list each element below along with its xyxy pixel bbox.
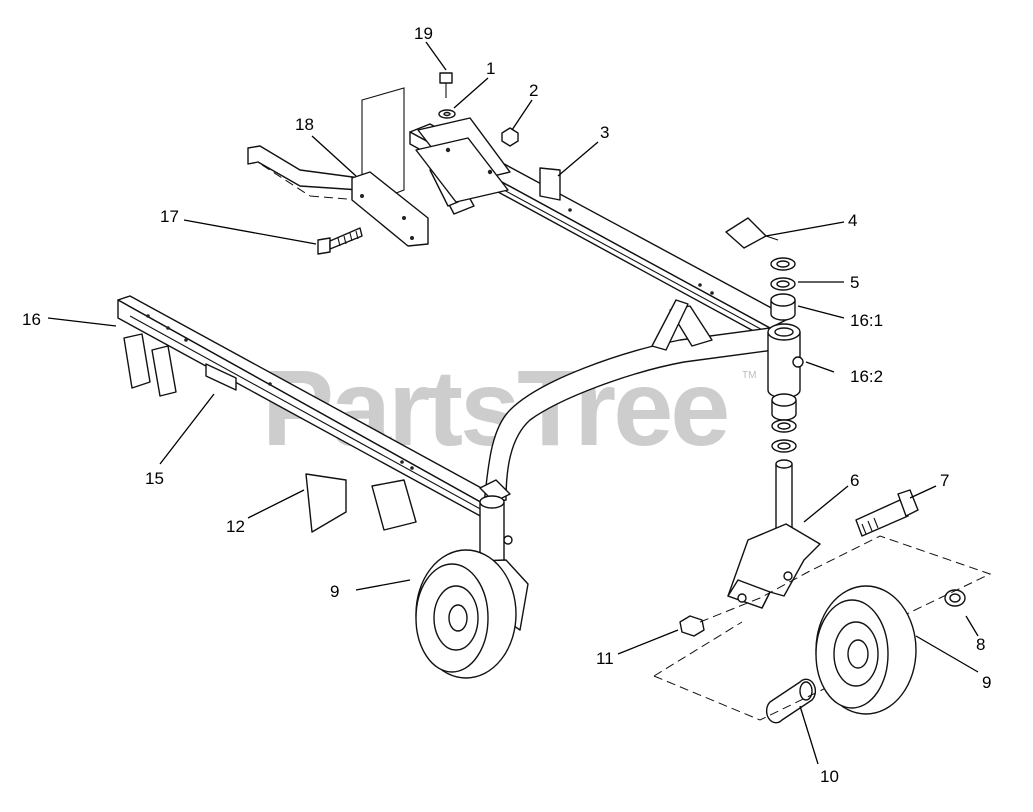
right-spindle-assembly [725, 217, 804, 453]
callout-4: 4 [848, 211, 857, 230]
callout-1: 1 [486, 59, 495, 78]
callout-7: 7 [940, 471, 949, 490]
right-caster-fork [727, 459, 821, 609]
right-wheel [815, 585, 917, 715]
axle-centerlines [653, 535, 992, 721]
callout-6: 6 [850, 471, 859, 490]
callout-18: 18 [295, 115, 314, 134]
right-axle-hardware [679, 489, 966, 724]
callout-17: 17 [160, 207, 179, 226]
callout-labels: 19 1 2 3 18 17 4 5 16:1 16:2 16 15 6 7 1… [22, 24, 991, 786]
callout-16-1: 16:1 [850, 311, 883, 330]
callout-12: 12 [226, 517, 245, 536]
callout-11: 11 [596, 649, 614, 668]
watermark-trademark: TM [742, 370, 756, 381]
callout-16-2: 16:2 [850, 367, 883, 386]
left-caster-assembly [415, 479, 529, 679]
leader-lines [47, 41, 979, 765]
callout-15: 15 [145, 469, 164, 488]
frame-side-rail [117, 295, 497, 533]
callout-2: 2 [529, 81, 538, 100]
mount-bracket [247, 87, 511, 247]
callout-9-left: 9 [330, 582, 339, 601]
callout-10: 10 [820, 767, 839, 786]
hardware-bolts [317, 72, 519, 255]
callout-8: 8 [976, 635, 985, 654]
callout-5: 5 [850, 273, 859, 292]
callout-16: 16 [22, 310, 41, 329]
callout-19: 19 [414, 24, 433, 43]
callout-9-right: 9 [982, 673, 991, 692]
callout-3: 3 [600, 123, 609, 142]
